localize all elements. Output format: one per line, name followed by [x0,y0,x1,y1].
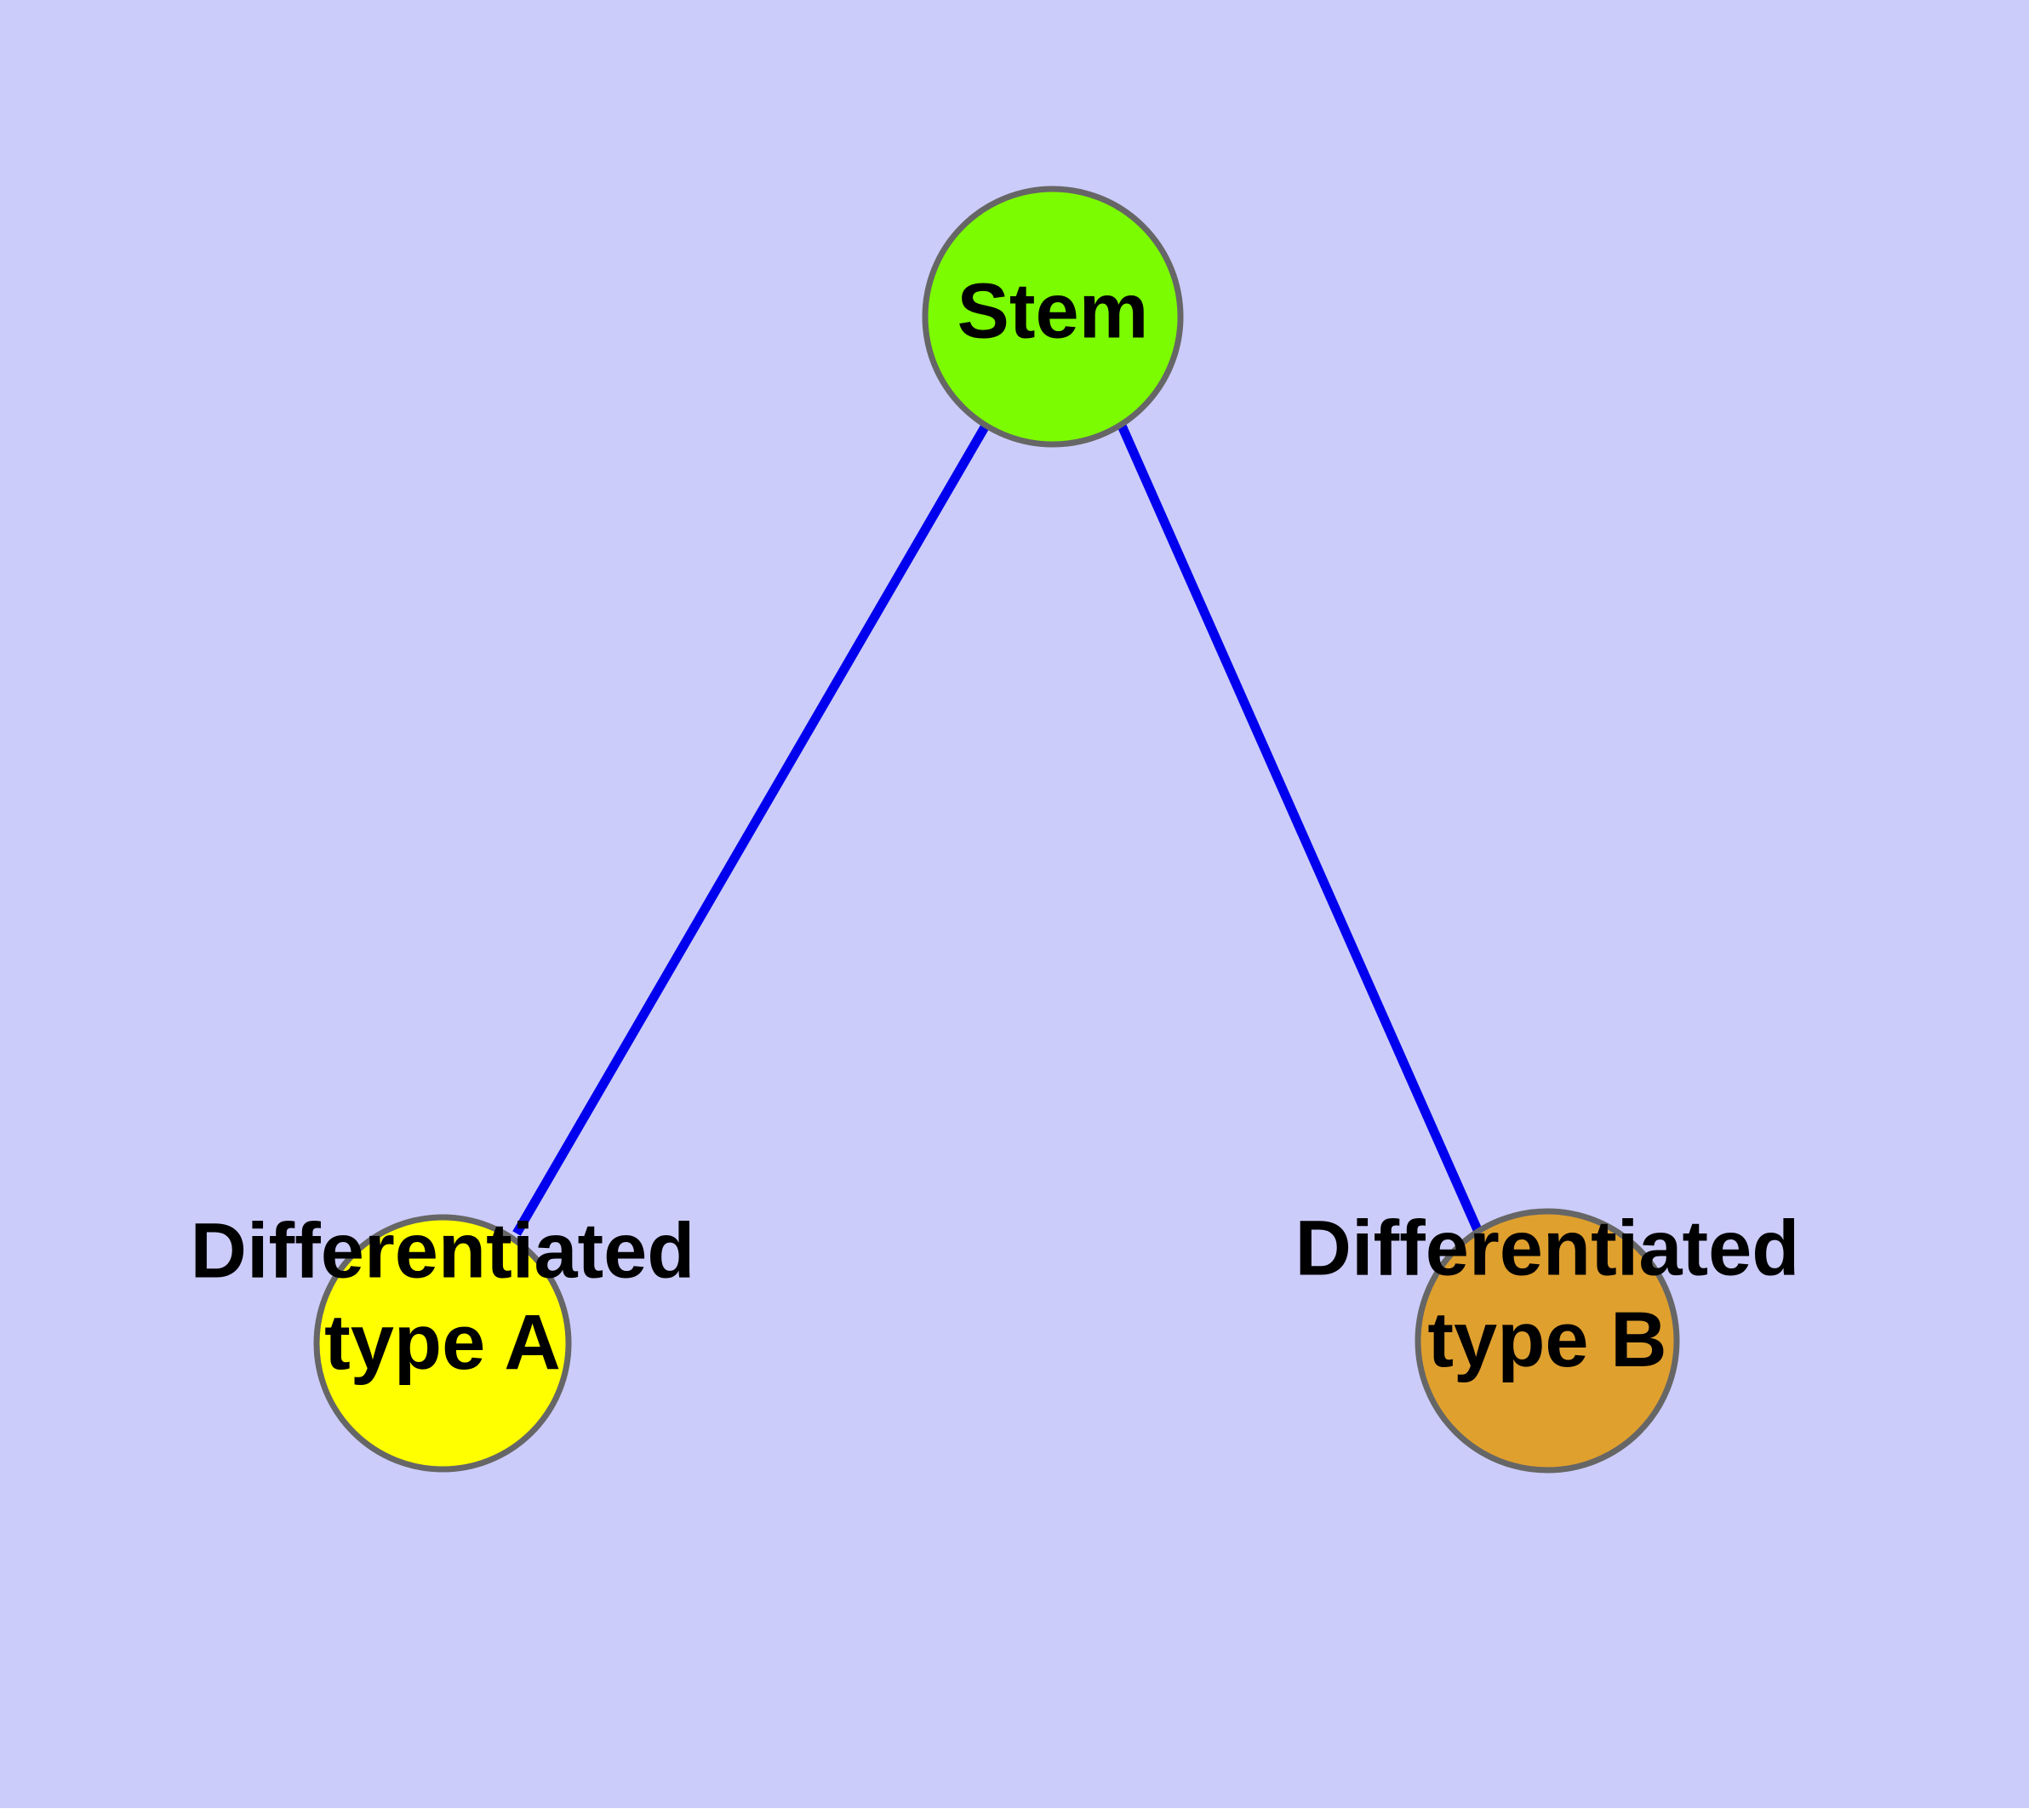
node-differentiated-type-a[interactable] [313,1214,572,1473]
edge-stem-to-differentiated-b[interactable] [1117,423,1483,1234]
node-differentiated-type-b-label-line-2: type B [1427,1296,1666,1383]
node-differentiated-type-b-label-line-1: Differentiated [1295,1205,1800,1291]
node-stem-circle[interactable] [922,186,1184,448]
node-label-layer: Differentiated type A Differentiated typ… [191,1205,1800,1386]
node-stem-label-line-1: Stem [957,267,1149,354]
node-differentiated-type-b-circle[interactable] [1415,1208,1680,1474]
node-differentiated-type-a-circle[interactable] [313,1214,572,1473]
node-layer: Stem [313,186,1680,1474]
node-stem[interactable]: Stem [922,186,1184,448]
node-differentiated-type-b[interactable] [1415,1208,1680,1474]
edge-layer [512,423,1483,1236]
node-differentiated-type-a-label-line-2: type A [324,1299,561,1386]
node-differentiated-type-a-label-line-1: Differentiated [191,1207,695,1294]
edge-stem-to-differentiated-a[interactable] [512,423,990,1236]
